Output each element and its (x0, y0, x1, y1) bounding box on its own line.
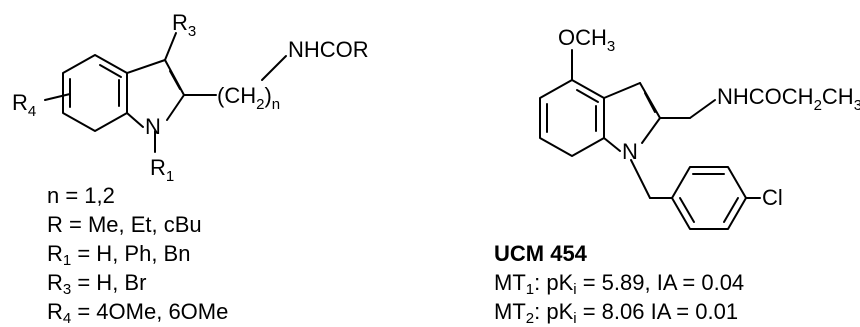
left-nhcor-label: NHCOR (288, 37, 369, 62)
right-benzene-ring (539, 79, 605, 157)
def-r: R = Me, Et, cBu (47, 212, 202, 237)
left-benzene-ring (62, 54, 128, 132)
def-r4: R4 = 4OMe, 6OMe (47, 299, 229, 327)
activity-mt2: MT2: pKi = 8.06 IA = 0.01 (494, 299, 739, 327)
left-n-label: N (145, 114, 161, 139)
left-definitions: n = 1,2 R = Me, Et, cBu R1 = H, Ph, Bn R… (47, 181, 228, 326)
def-r3: R3 = H, Br (47, 270, 147, 298)
compound-name: UCM 454 (494, 241, 587, 266)
def-n: n = 1,2 (47, 183, 115, 208)
right-compound-info: UCM 454 MT1: pKi = 5.89, IA = 0.04 MT2: … (494, 239, 744, 326)
right-n-label: N (622, 139, 638, 164)
left-r4-label: R4 (12, 90, 36, 120)
right-indole-structure (539, 49, 761, 230)
left-ch2n-label: (CH2)n (217, 83, 280, 113)
def-r1: R1 = H, Ph, Bn (47, 241, 191, 269)
right-chlorobenzene-ring (671, 166, 747, 230)
right-och3-label: OCH3 (558, 25, 615, 55)
activity-mt1: MT1: pKi = 5.89, IA = 0.04 (494, 270, 745, 298)
right-cl-label: Cl (762, 185, 783, 210)
right-side-chain-label: NHCOCH2CH3 (717, 84, 860, 114)
left-indole-structure (44, 32, 287, 153)
